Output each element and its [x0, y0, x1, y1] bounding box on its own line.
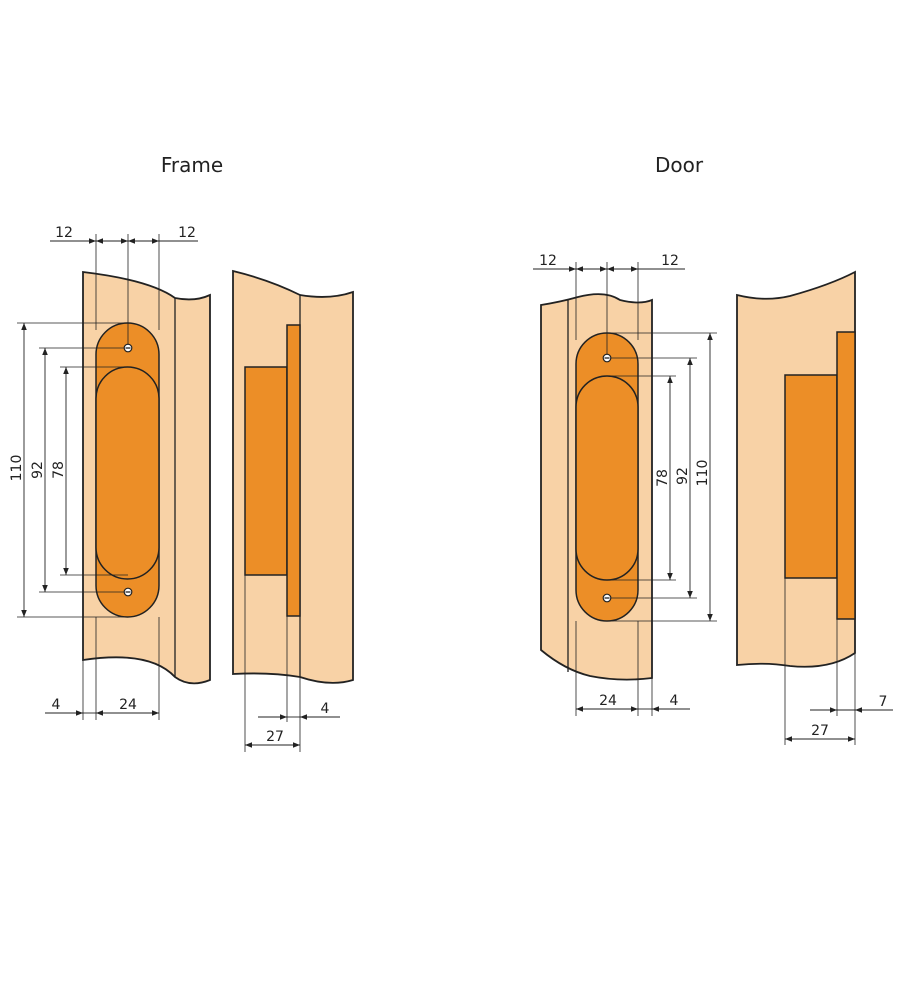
door-front-view: 12 12 78 92 110 24 4	[533, 253, 717, 716]
door-dim-110-label: 110	[695, 460, 711, 487]
frame-side-dim-27-label: 27	[266, 729, 284, 745]
frame-side-dim-4-label: 4	[321, 701, 330, 717]
frame-front-view: 12 12 110 92 78 4 24	[9, 225, 211, 720]
door-side-dim-27-label: 27	[811, 723, 829, 739]
door-dim-12-left-label: 12	[539, 253, 557, 269]
door-dim-12-right-label: 12	[661, 253, 679, 269]
frame-side-hinge-plate	[286, 324, 301, 617]
frame-dim-92-label: 92	[30, 461, 46, 479]
door-dim-92-label: 92	[675, 467, 691, 485]
frame-dim-4-label: 4	[52, 697, 61, 713]
door-dim-24-label: 24	[599, 693, 617, 709]
frame-side-view: 4 27	[232, 269, 354, 752]
frame-dim-12-right-label: 12	[178, 225, 196, 241]
frame-dim-78-label: 78	[51, 461, 67, 479]
frame-dim-110-label: 110	[9, 455, 25, 482]
door-dim-4-label: 4	[670, 693, 679, 709]
door-hinge-body	[575, 375, 639, 581]
door-heading: Door	[654, 153, 704, 177]
frame-dim-24-label: 24	[119, 697, 137, 713]
door-side-dim-7-label: 7	[879, 694, 888, 710]
door-side-hinge-body	[784, 374, 838, 579]
door-side-view: 7 27	[736, 270, 893, 745]
door-side-hinge-plate	[836, 331, 856, 620]
frame-hinge-body	[95, 366, 160, 580]
frame-heading: Frame	[160, 153, 224, 177]
door-dim-78-label: 78	[655, 469, 671, 487]
frame-side-hinge-body	[244, 366, 288, 576]
frame-dim-12-left-label: 12	[55, 225, 73, 241]
